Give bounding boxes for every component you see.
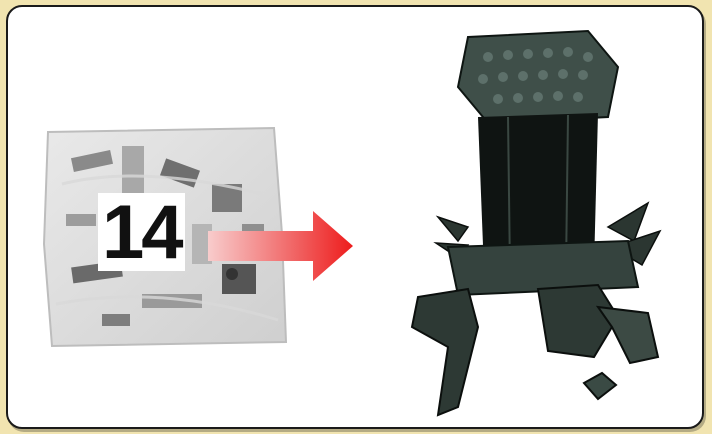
step-number: 14 bbox=[98, 193, 185, 271]
loose-tile-piece-icon bbox=[580, 369, 620, 405]
built-tower-model-image bbox=[398, 27, 688, 427]
red-right-arrow-icon bbox=[208, 211, 358, 281]
step-panel: 14 bbox=[6, 5, 704, 429]
